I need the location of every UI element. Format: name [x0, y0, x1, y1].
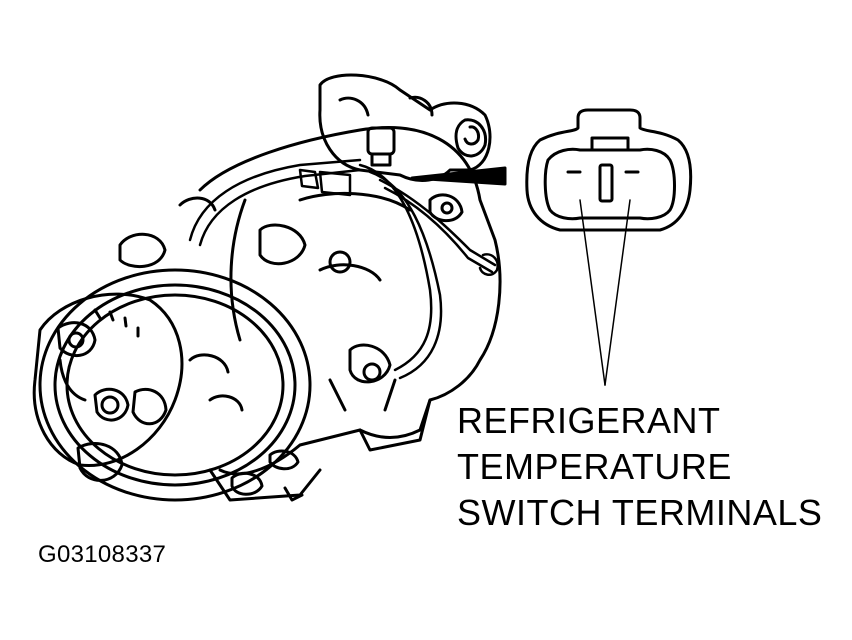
- temperature-switch-connector: [525, 108, 693, 232]
- clutch-pulley: [32, 268, 312, 502]
- callout-label-line-1: REFRIGERANT: [457, 400, 721, 441]
- terminal-leader-lines: [579, 199, 631, 386]
- top-fitting-housing: [318, 73, 492, 182]
- callout-label-line-2: TEMPERATURE: [457, 446, 732, 487]
- callout-label-line-3: SWITCH TERMINALS: [457, 492, 823, 533]
- compressor-body: [118, 126, 502, 502]
- figure-id: G03108337: [38, 541, 167, 568]
- connector-pointer: [410, 166, 507, 186]
- wiring-harness: [188, 158, 499, 380]
- terminal-center: [598, 163, 614, 203]
